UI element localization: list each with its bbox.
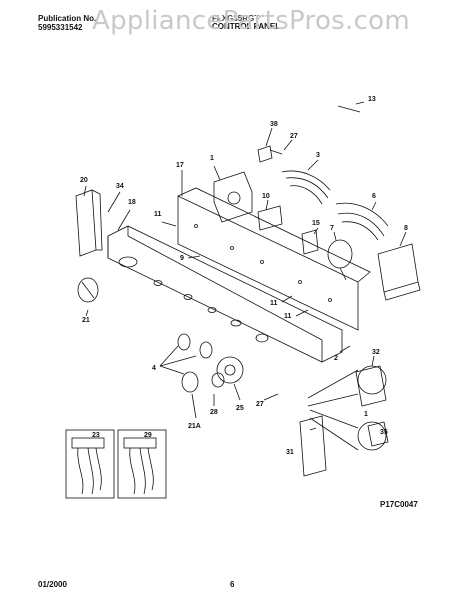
callout: 13: [368, 96, 376, 103]
publication-label: Publication No.: [38, 14, 97, 23]
callout: 17: [176, 162, 184, 169]
page-number: 6: [230, 580, 235, 589]
callout: 29: [144, 432, 152, 439]
callout: 7: [330, 225, 334, 232]
callout: 15: [312, 220, 320, 227]
control-box-8: [377, 243, 419, 293]
callout: 11: [284, 313, 292, 320]
wire-harness-3: [281, 170, 331, 205]
wire-harness-6: [335, 202, 389, 241]
watermark: AppliancePartsPros.com: [92, 6, 411, 36]
callout: 38: [270, 121, 278, 128]
callout: 25: [236, 405, 244, 412]
callout: 3: [316, 152, 320, 159]
callout: 35: [380, 429, 388, 436]
callout: 18: [128, 199, 136, 206]
dial: [216, 356, 244, 384]
wiring-inset-23: [65, 429, 115, 499]
control-panel-outline: [107, 225, 343, 363]
callout: 32: [372, 349, 380, 356]
model-number: FLXG35RGT: [212, 14, 260, 23]
timer: [213, 171, 253, 223]
callout: 27: [256, 401, 264, 408]
knob-21: [77, 277, 99, 303]
publication-number: 5995331542: [38, 23, 83, 32]
callout: 8: [404, 225, 408, 232]
callout: 9: [180, 255, 184, 262]
callout: 23: [92, 432, 100, 439]
callout: 20: [80, 177, 88, 184]
callout: 1: [364, 411, 368, 418]
callout: 2: [334, 355, 338, 362]
switch-31: [299, 415, 327, 477]
section-title: CONTROL PANEL: [212, 22, 281, 31]
callout: 21: [82, 317, 90, 324]
callout: 31: [286, 449, 294, 456]
footer-date: 01/2000: [38, 580, 67, 589]
publication-header: Publication No. 5995331542: [38, 14, 96, 32]
callout: 11: [154, 211, 162, 218]
callout: 28: [210, 409, 218, 416]
callout: 10: [262, 193, 270, 200]
callout: 11: [270, 300, 278, 307]
diagram-code: P17C0047: [380, 500, 418, 509]
wiring-inset-29: [117, 429, 167, 499]
rear-bracket: [177, 195, 359, 331]
callout: 34: [116, 183, 124, 190]
callout: 4: [152, 365, 156, 372]
callout: 1: [210, 155, 214, 162]
callout: 6: [372, 193, 376, 200]
end-cap: [75, 189, 97, 257]
callout: 21A: [188, 423, 201, 430]
callout: 27: [290, 133, 298, 140]
